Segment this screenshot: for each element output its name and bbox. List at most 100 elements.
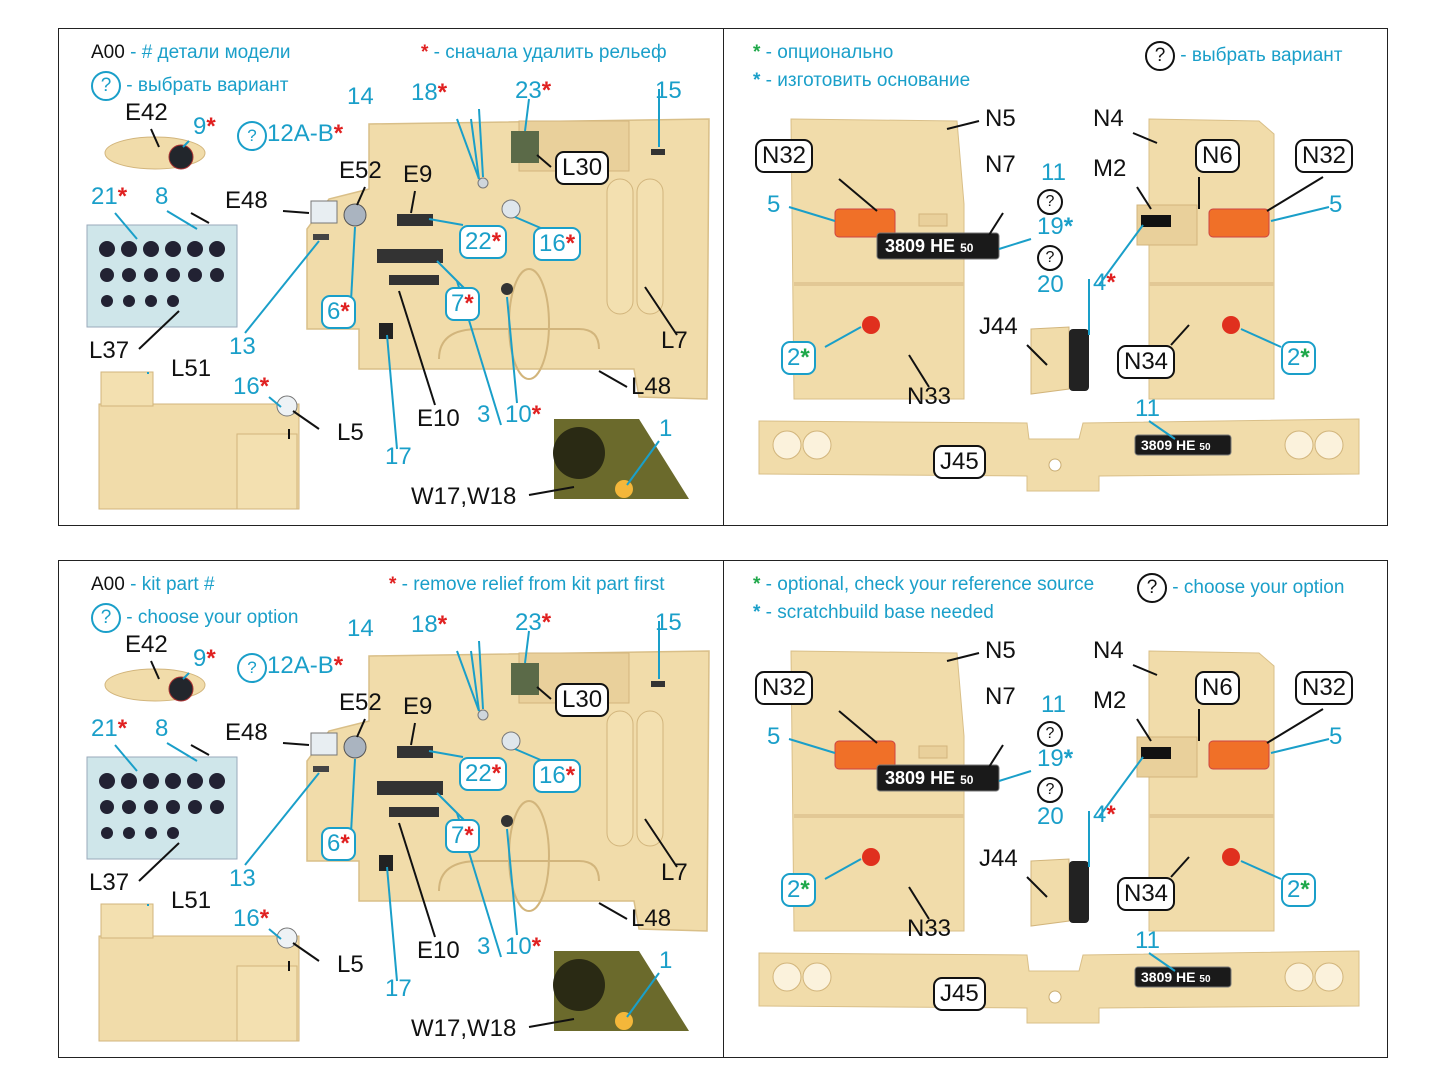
leader-lines-black: [138, 120, 1324, 496]
part-17: [379, 855, 393, 871]
label-22: 22*: [459, 757, 508, 791]
label-16b: 16*: [233, 373, 270, 400]
label-e42: E42: [125, 99, 168, 126]
part-l5-box: [236, 965, 298, 1042]
label-17: 17: [385, 443, 412, 470]
label-16-box: 16*: [533, 227, 582, 261]
label-20: 20: [1037, 803, 1064, 830]
red-asterisk-icon: *: [541, 609, 552, 636]
label-7-box: 7*: [445, 819, 480, 853]
legend-scratchbuild: * - scratchbuild base needed: [753, 602, 994, 623]
bumper-tow-hole: [1048, 458, 1062, 472]
red-asterisk-icon: *: [531, 401, 542, 428]
label-13: 13: [229, 865, 256, 892]
red-asterisk-icon: *: [117, 183, 128, 210]
label-j45: J45: [933, 445, 986, 479]
red-asterisk-icon: *: [464, 290, 474, 317]
label-18: 18*: [411, 611, 448, 638]
question-circle-icon: ?: [237, 121, 267, 151]
red-asterisk-icon: *: [259, 905, 270, 932]
cyan-asterisk-icon: *: [1063, 213, 1074, 240]
red-asterisk-icon: *: [340, 830, 350, 857]
red-asterisk-icon: *: [421, 42, 429, 63]
label-e9: E9: [403, 693, 433, 720]
label-n4: N4: [1093, 105, 1124, 132]
cyan-asterisk-icon: *: [1063, 745, 1074, 772]
part-1-light: [615, 1012, 633, 1030]
label-6-box: 6*: [321, 295, 356, 329]
label-n5: N5: [985, 637, 1016, 664]
label-20-option: ?: [1037, 775, 1063, 803]
license-plate-bumper: [1134, 966, 1232, 988]
label-10: 10*: [505, 933, 542, 960]
part-l5-box: [236, 433, 298, 510]
panel-curve-bottom: [438, 860, 600, 892]
label-13: 13: [229, 333, 256, 360]
bumper-j45: [758, 418, 1360, 492]
label-14: 14: [347, 83, 374, 110]
label-19-option: ?: [1037, 187, 1063, 215]
license-plate-bumper: [1134, 434, 1232, 456]
switch-strip-e9: [397, 214, 433, 226]
label-9: 9*: [193, 113, 216, 140]
red-asterisk-icon: *: [206, 645, 216, 672]
label-16-box: 16*: [533, 759, 582, 793]
plate-number-door: 3809 HE 50: [885, 236, 974, 256]
cyan-asterisk-icon: *: [753, 602, 761, 623]
red-asterisk-icon: *: [333, 652, 344, 679]
legend-kit-part: A00 - # детали модели: [91, 42, 291, 63]
label-12ab: ?12A-B*: [237, 653, 343, 683]
bumper-hole-4: [1314, 430, 1344, 460]
green-asterisk-icon: *: [753, 42, 761, 63]
plate-number-bumper: 3809 HE 50: [1141, 437, 1211, 453]
bumper-tow-hole: [1048, 990, 1062, 1004]
red-asterisk-icon: *: [117, 715, 128, 742]
label-8: 8: [155, 715, 169, 742]
switch-strip-lower: [389, 807, 439, 817]
label-15: 15: [655, 609, 682, 636]
part-w17-hole: [553, 959, 605, 1011]
switch-strip-center: [377, 781, 443, 795]
label-17: 17: [385, 975, 412, 1002]
label-n7: N7: [985, 151, 1016, 178]
switch-strip-e9: [397, 746, 433, 758]
label-n6: N6: [1195, 671, 1240, 705]
part-17: [379, 323, 393, 339]
question-circle-icon: ?: [1037, 777, 1063, 803]
red-asterisk-icon: *: [541, 77, 552, 104]
red-asterisk-icon: *: [437, 611, 448, 638]
cyan-asterisk-icon: *: [753, 70, 761, 91]
gauge-e52: [343, 735, 367, 759]
question-circle-icon: ?: [237, 653, 267, 683]
label-l7: L7: [661, 327, 688, 354]
bumper-j45: [758, 950, 1360, 1024]
part-j44: [1030, 858, 1070, 927]
part-j44-lights: [1069, 861, 1089, 923]
panel-divider: [723, 561, 724, 1057]
legend-scratchbuild: * - изготовить основание: [753, 70, 971, 91]
tail-light-left: [834, 740, 896, 770]
label-l5: L5: [337, 419, 364, 446]
part-13: [313, 234, 329, 240]
legend-remove-relief: * - сначала удалить рельеф: [421, 42, 667, 63]
part-15: [651, 149, 665, 155]
part-l5-gauge: [276, 395, 298, 417]
label-9: 9*: [193, 645, 216, 672]
part-e48: [310, 200, 338, 224]
air-tank-right: [636, 710, 664, 847]
license-plate-door: [876, 764, 1000, 792]
tail-light-left: [834, 208, 896, 238]
red-asterisk-icon: *: [1106, 801, 1116, 828]
green-asterisk-icon: *: [753, 574, 761, 595]
label-w17-w18: W17,W18: [411, 483, 517, 510]
label-e48: E48: [225, 187, 268, 214]
label-j44: J44: [979, 313, 1018, 340]
door-left-handle: [918, 745, 948, 759]
leader-lines-black: [138, 652, 1324, 1028]
label-22: 22*: [459, 225, 508, 259]
legend-remove-relief: * - remove relief from kit part first: [389, 574, 665, 595]
label-23: 23*: [515, 609, 552, 636]
part-j44: [1030, 326, 1070, 395]
label-14: 14: [347, 615, 374, 642]
door-left-handle: [918, 213, 948, 227]
